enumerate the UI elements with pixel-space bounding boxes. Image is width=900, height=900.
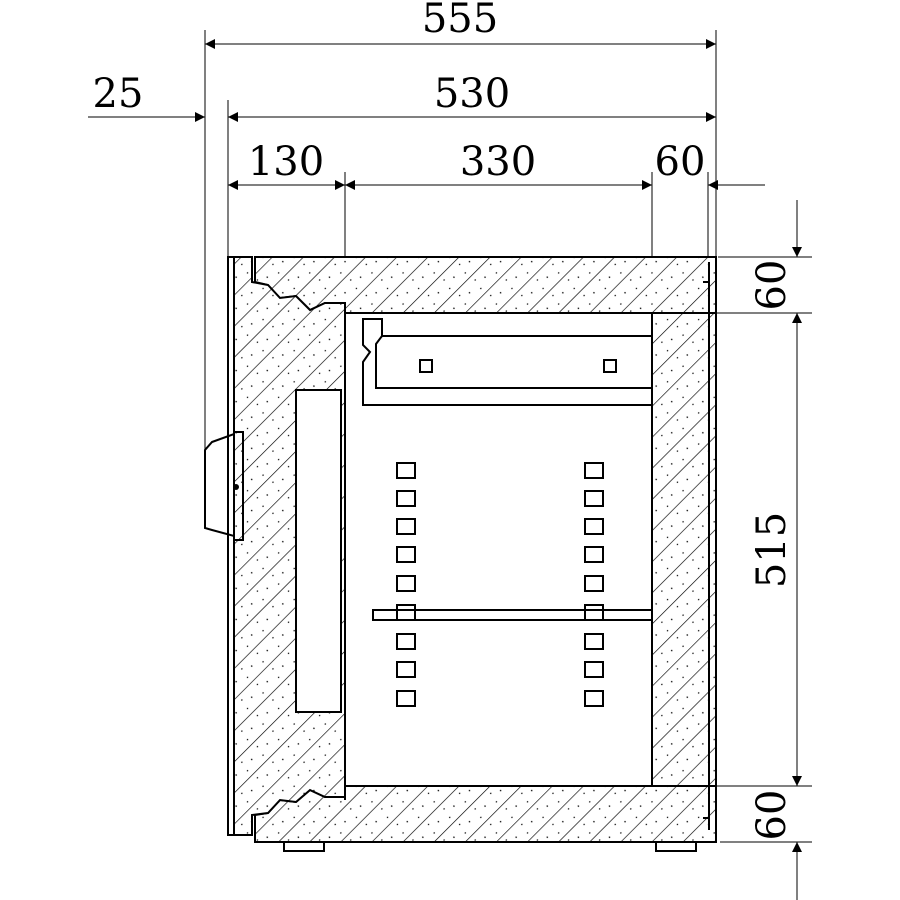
- dim-inner-width: 330: [460, 139, 536, 185]
- dim-door-depth: 130: [248, 139, 324, 185]
- shelf-peg-column-right: [584, 462, 604, 707]
- dimension-lines: [88, 39, 802, 900]
- top-rail: [362, 318, 653, 406]
- foot-back: [655, 841, 697, 852]
- door-bolt-plate: [295, 389, 342, 713]
- dim-overall-width: 555: [422, 0, 498, 42]
- dim-body-width: 530: [434, 71, 510, 117]
- dim-top-wall: 60: [749, 260, 795, 311]
- dim-door-thickness: 25: [93, 71, 144, 117]
- door-handle[interactable]: [204, 432, 235, 538]
- rail-hole-right: [603, 359, 617, 373]
- dim-back-wall: 60: [655, 139, 706, 185]
- dim-bottom-wall: 60: [749, 790, 795, 841]
- dimension-labels: 555 25 530 130 330 60 60 515 60: [93, 0, 795, 840]
- dim-inner-height: 515: [749, 512, 795, 588]
- back-wall: [651, 312, 717, 787]
- safe-interior: [344, 313, 653, 800]
- shelf: [372, 609, 653, 621]
- safe-door: [204, 256, 346, 836]
- foot-front: [283, 841, 325, 852]
- rail-hole-left: [419, 359, 433, 373]
- shelf-peg-column-left: [396, 462, 416, 707]
- safe-body: [254, 256, 717, 852]
- keyhole-icon: [233, 484, 239, 490]
